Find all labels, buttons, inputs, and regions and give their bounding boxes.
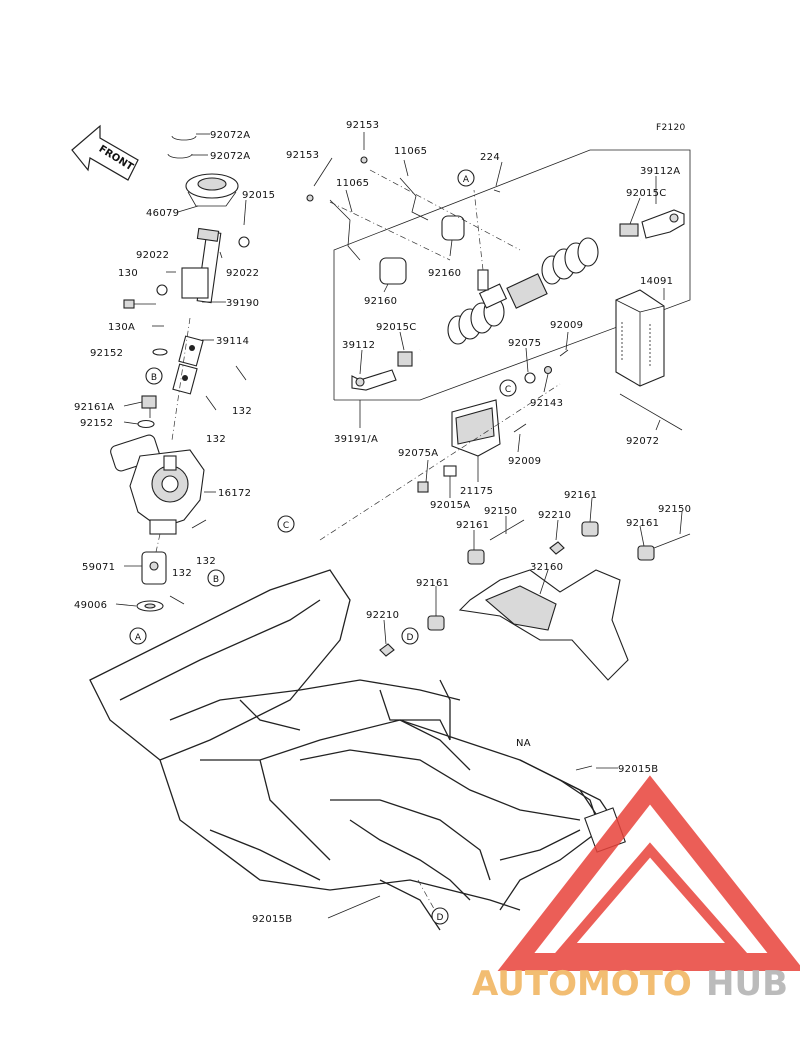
svg-text:B: B [151, 373, 157, 383]
part-label: 92015A [430, 500, 470, 511]
part-label: 130A [108, 322, 135, 333]
steering-rack-assembly [306, 149, 691, 401]
part-label: 39191/A [334, 434, 378, 445]
circlip-92072a-upper [171, 135, 197, 141]
part-label: 39112A [640, 166, 680, 177]
power-steering-unit [110, 434, 205, 535]
part-label: 39114 [216, 336, 249, 347]
svg-text:A: A [135, 633, 142, 643]
part-label: 92015B [618, 764, 658, 775]
svg-text:B: B [213, 575, 219, 585]
callout-d-frame: D [431, 907, 449, 925]
front-arrow-icon: FRONT [71, 124, 139, 181]
callout-b-column: B [145, 367, 163, 385]
part-label: 92153 [286, 150, 319, 161]
part-labels: 92072A 92072A 92015 46079 92022 130 9202… [74, 120, 691, 925]
part-label: 21175 [460, 486, 493, 497]
watermark-brand-a: AUTOMOTO [472, 964, 692, 1004]
part-label: 92009 [550, 320, 583, 331]
part-label: 11065 [394, 146, 427, 157]
part-label: 132 [206, 434, 226, 445]
part-label: 92161 [564, 490, 597, 501]
part-label: 130 [118, 268, 138, 279]
part-label: 132 [232, 406, 252, 417]
part-label: 16172 [218, 488, 251, 499]
part-label: 92143 [530, 398, 563, 409]
callout-d-arm: D [401, 627, 419, 645]
main-frame [89, 569, 626, 931]
svg-text:D: D [437, 913, 444, 923]
part-label: 11065 [336, 178, 369, 189]
leader-lines [115, 132, 683, 769]
circlip-92072a-lower [167, 153, 193, 159]
part-label: 92161 [456, 520, 489, 531]
center-line-c [319, 383, 561, 541]
part-label: 92072 [626, 436, 659, 447]
bracket-21175 [417, 349, 569, 493]
callout-markers: A B B A C C D D [129, 169, 517, 925]
part-label: 92161 [626, 518, 659, 529]
part-label: 92075A [398, 448, 438, 459]
part-label: 92072A [210, 130, 250, 141]
part-label: 92015B [252, 914, 292, 925]
part-label: 92072A [210, 151, 250, 162]
svg-text:D: D [407, 633, 414, 643]
part-label: 49006 [74, 600, 107, 611]
part-label: 92160 [428, 268, 461, 279]
callout-a-rack: A [457, 169, 475, 187]
part-label: 92161 [416, 578, 449, 589]
part-label: 39190 [226, 298, 259, 309]
svg-text:C: C [505, 385, 511, 395]
part-label: 92152 [90, 348, 123, 359]
part-label: 132 [196, 556, 216, 567]
storage-box [615, 289, 665, 387]
part-label: 92009 [508, 456, 541, 467]
triangle-logo-icon [497, 775, 800, 971]
suspension-arm [379, 519, 691, 681]
watermark-logo: AUTOMOTO HUB [472, 775, 800, 1004]
part-label: 92210 [366, 610, 399, 621]
part-label: 92150 [484, 506, 517, 517]
part-label: 92210 [538, 510, 571, 521]
part-label: 14091 [640, 276, 673, 287]
variant-label: NA [516, 738, 531, 749]
callout-b-frame: B [207, 569, 225, 587]
part-label: 92160 [364, 296, 397, 307]
part-label: 92015C [626, 188, 667, 199]
part-label: 92075 [508, 338, 541, 349]
part-label: 92022 [226, 268, 259, 279]
callout-a-frame: A [129, 627, 147, 645]
svg-text:A: A [463, 175, 470, 185]
svg-text:C: C [283, 521, 289, 531]
callout-c-right: C [499, 379, 517, 397]
part-label: 132 [172, 568, 192, 579]
part-label: 92015C [376, 322, 417, 333]
part-label: 92161A [74, 402, 114, 413]
part-label: 224 [480, 152, 500, 163]
part-label: 46079 [146, 208, 179, 219]
part-label: 92150 [658, 504, 691, 515]
rod-92072 [619, 393, 683, 431]
part-label: 59071 [82, 562, 115, 573]
part-label: 39112 [342, 340, 375, 351]
part-label: 92015 [242, 190, 275, 201]
part-label: 32160 [530, 562, 563, 573]
watermark-brand-b: HUB [706, 964, 788, 1004]
steering-column-assembly [110, 135, 250, 612]
callout-c-left: C [277, 515, 295, 533]
part-label: 92152 [80, 418, 113, 429]
part-label: 92022 [136, 250, 169, 261]
figure-code: F2120 [656, 123, 686, 133]
part-label: 92153 [346, 120, 379, 131]
